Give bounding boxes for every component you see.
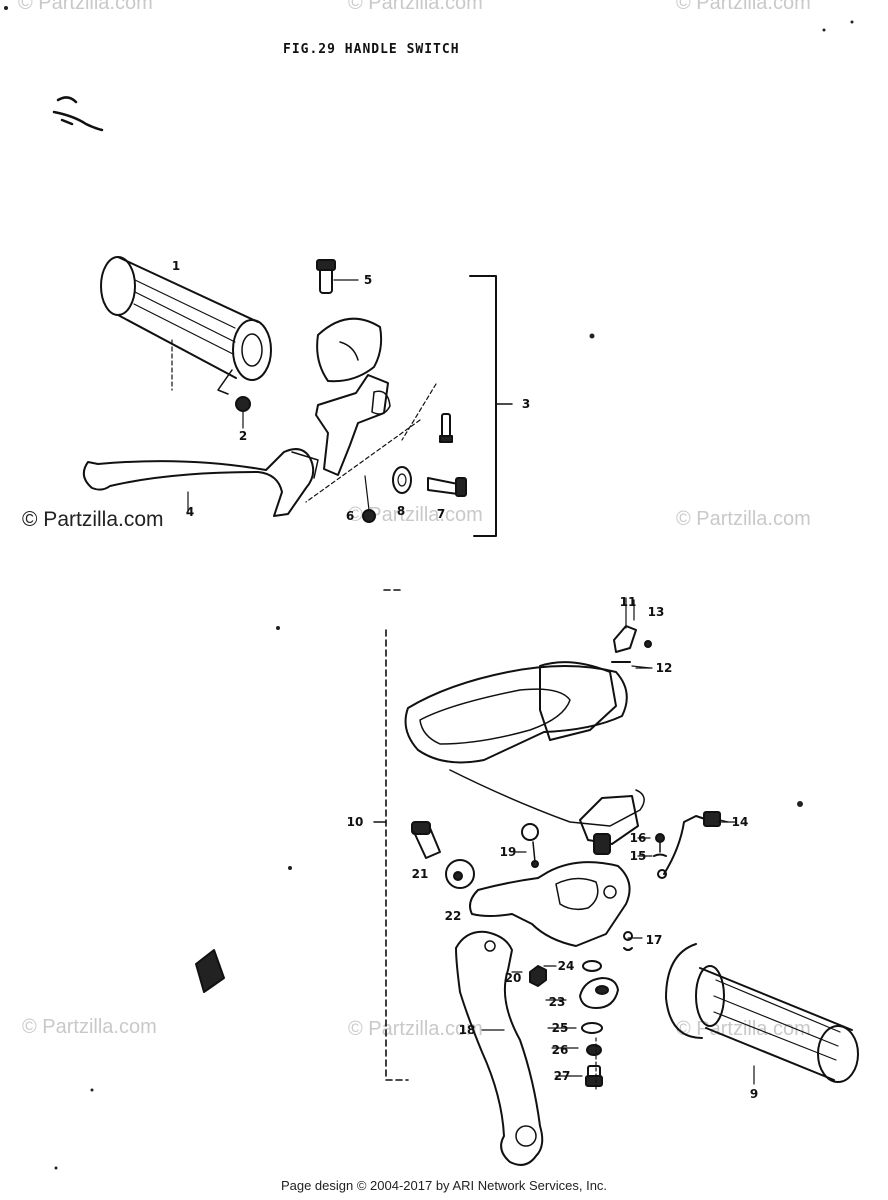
callout-23: 23 <box>548 995 566 1009</box>
cover-cap-part <box>445 859 475 889</box>
group-bracket <box>383 589 409 1081</box>
callout-8: 8 <box>396 504 406 518</box>
callout-22: 22 <box>444 909 462 923</box>
spacer-part <box>586 1044 602 1056</box>
callout-2: 2 <box>238 429 248 443</box>
callout-20: 20 <box>504 971 522 985</box>
left-lever <box>82 448 319 517</box>
screw-part <box>521 823 539 868</box>
spring-part <box>653 853 667 857</box>
watermark: © Partzilla.com <box>22 1016 157 1038</box>
nut-part <box>362 509 376 523</box>
bolt-part <box>585 1065 603 1087</box>
callout-15: 15 <box>629 849 647 863</box>
washer-part <box>581 1022 603 1034</box>
right-switch-housing-upper <box>404 661 645 855</box>
callout-9: 9 <box>749 1087 759 1101</box>
callout-3: 3 <box>521 397 531 411</box>
bolt-part <box>316 259 359 294</box>
washer-part <box>392 466 412 494</box>
screw-part <box>439 413 453 443</box>
callout-4: 4 <box>185 505 195 519</box>
callout-1: 1 <box>171 259 181 273</box>
callout-19: 19 <box>499 845 517 859</box>
callout-7: 7 <box>436 507 446 521</box>
callout-27: 27 <box>553 1069 571 1083</box>
switch-lever-part <box>611 597 652 669</box>
page-footer: Page design © 2004-2017 by ARI Network S… <box>280 1178 608 1193</box>
left-grip <box>100 256 272 395</box>
watermark: © Partzilla.com <box>676 1018 811 1040</box>
leader-line <box>305 383 437 503</box>
watermark: © Partzilla.com <box>348 504 483 526</box>
figure-title: FIG.29 HANDLE SWITCH <box>283 42 460 57</box>
watermark: © Partzilla.com <box>676 508 811 530</box>
right-grip <box>665 943 859 1083</box>
callout-13: 13 <box>647 605 665 619</box>
callout-10: 10 <box>346 815 364 829</box>
spring-part <box>623 931 633 951</box>
fastener-part <box>195 949 225 993</box>
callout-5: 5 <box>363 273 373 287</box>
right-lever <box>455 930 544 1166</box>
right-switch-housing-lower <box>469 861 631 947</box>
watermark: © Partzilla.com <box>348 0 483 14</box>
watermark: © Partzilla.com <box>18 0 153 14</box>
callout-17: 17 <box>645 933 663 947</box>
bolt-part <box>411 821 441 859</box>
washer-part <box>582 960 602 972</box>
watermark: © Partzilla.com <box>676 0 811 14</box>
collar-part <box>579 977 619 1009</box>
screw-part <box>655 833 665 843</box>
bolt-part <box>427 477 467 497</box>
nut-part <box>529 965 547 987</box>
stray-marks <box>4 6 854 1170</box>
watermark: © Partzilla.com <box>348 1018 483 1040</box>
group-bracket <box>469 275 497 537</box>
cable-clip <box>657 811 729 879</box>
leader-line <box>511 667 737 1077</box>
callout-26: 26 <box>551 1043 569 1057</box>
callout-21: 21 <box>411 867 429 881</box>
callout-11: 11 <box>619 595 637 609</box>
callout-24: 24 <box>557 959 575 973</box>
left-switch-housing <box>315 317 391 476</box>
scribble-mark <box>52 96 104 132</box>
callout-16: 16 <box>629 831 647 845</box>
watermark: © Partzilla.com <box>22 508 164 531</box>
callout-6: 6 <box>345 509 355 523</box>
callout-18: 18 <box>458 1023 476 1037</box>
callout-25: 25 <box>551 1021 569 1035</box>
nut-part <box>235 396 251 412</box>
callout-12: 12 <box>655 661 673 675</box>
callout-14: 14 <box>731 815 749 829</box>
